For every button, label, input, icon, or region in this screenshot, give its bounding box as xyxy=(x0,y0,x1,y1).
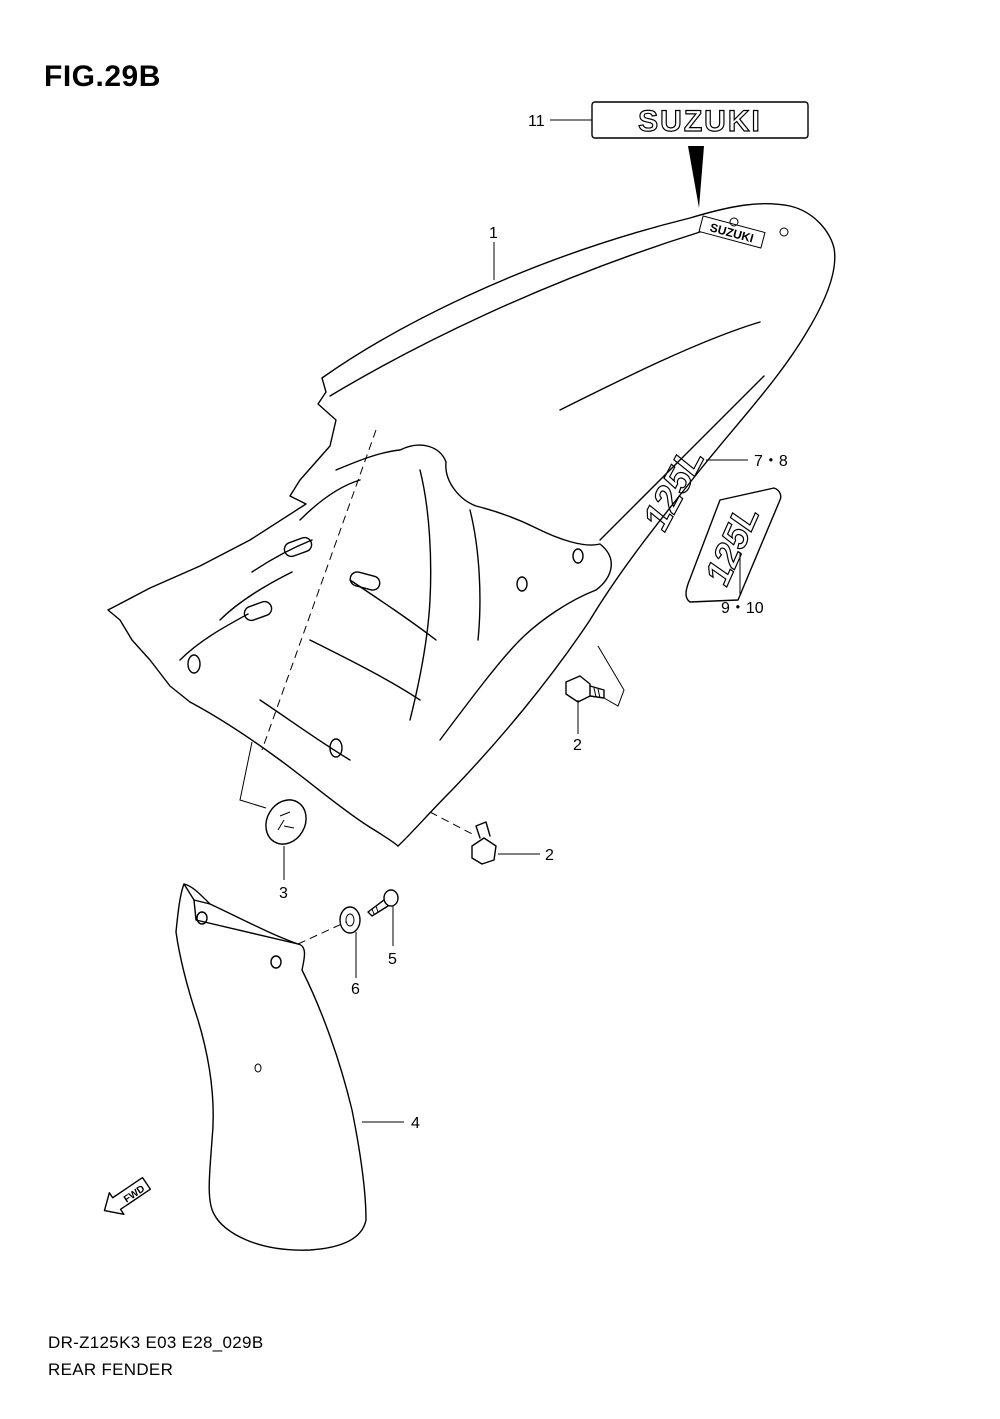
grommet[interactable] xyxy=(258,793,314,852)
callout-7-8: 7・8 xyxy=(754,453,788,470)
diagram-name: REAR FENDER xyxy=(48,1360,174,1379)
emblem-text: SUZUKI xyxy=(638,105,762,138)
callout-4: 4 xyxy=(411,1115,420,1132)
diagram-code: DR-Z125K3 E03 E28_029B xyxy=(48,1333,264,1352)
svg-text:SUZUKI: SUZUKI xyxy=(708,220,755,245)
fender-125l-decal[interactable]: 125L xyxy=(635,440,714,537)
emblem-location-arrow xyxy=(688,146,704,208)
callout-2-lower: 2 xyxy=(545,847,554,864)
callout-11: 11 xyxy=(528,113,545,130)
washer[interactable] xyxy=(339,906,361,934)
callout-2-upper: 2 xyxy=(573,737,582,754)
figure-title: FIG.29B xyxy=(44,60,161,93)
callout-6: 6 xyxy=(351,981,360,998)
suzuki-emblem[interactable]: SUZUKI xyxy=(591,101,809,139)
loose-125l-decal[interactable]: 125L xyxy=(685,487,782,603)
callout-5: 5 xyxy=(388,951,397,968)
callout-3: 3 xyxy=(279,885,288,902)
svg-text:125L: 125L xyxy=(635,441,713,537)
rear-fender[interactable] xyxy=(107,202,836,847)
fender-suzuki-decal: SUZUKI xyxy=(698,215,766,249)
svg-text:FWD: FWD xyxy=(122,1183,147,1205)
screw[interactable] xyxy=(367,889,399,917)
bolt-upper[interactable] xyxy=(565,645,625,707)
fwd-arrow-icon: FWD xyxy=(103,1176,152,1216)
svg-text:125L: 125L xyxy=(696,499,767,591)
bolt-lower[interactable] xyxy=(471,821,497,865)
callout-1: 1 xyxy=(489,225,498,242)
callout-9-10: 9・10 xyxy=(721,600,764,617)
mud-flap[interactable] xyxy=(175,883,367,1251)
leader-lines xyxy=(283,119,748,1123)
